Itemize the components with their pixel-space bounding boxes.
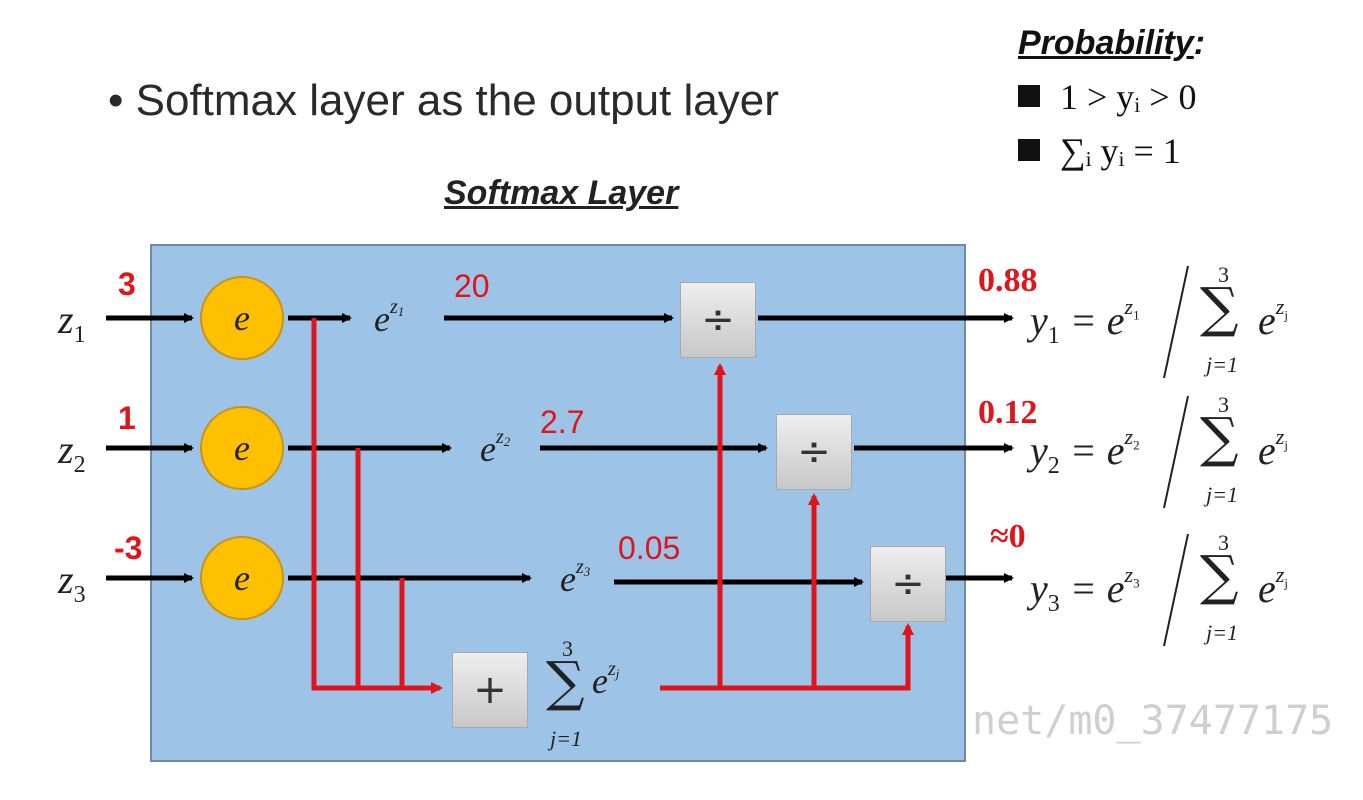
- red-wire-sum-to-div3: [660, 623, 914, 691]
- exp-label-1: ez1: [374, 296, 405, 339]
- sum-lower-limit: j=1: [550, 726, 582, 751]
- fraction-slash-icon: [1163, 395, 1189, 509]
- probability-colon: :: [1193, 24, 1206, 62]
- input-z2: z2: [58, 427, 86, 478]
- exp-node-1: e: [200, 276, 284, 360]
- sigma-icon: ∑: [1200, 544, 1239, 607]
- probability-item-1: 1 > yᵢ > 0: [1018, 76, 1197, 118]
- exp-node-2: e: [200, 406, 284, 490]
- sum-upper-limit: 3: [562, 636, 573, 661]
- square-bullet-icon: [1018, 85, 1040, 107]
- exp-node-3: e: [200, 536, 284, 620]
- input-z3: z3: [58, 557, 86, 608]
- output-value-1: 0.88: [978, 262, 1038, 299]
- softmax-layer-title: Softmax Layer: [444, 174, 679, 212]
- exp-label-3: ez3: [560, 556, 591, 599]
- fraction-slash-icon: [1163, 533, 1189, 647]
- output-formula-2: y2 = ez2 3 ∑ ezj j=1: [1030, 392, 1330, 512]
- exp-label-2: ez2: [480, 426, 511, 469]
- softmax-layer-box: [150, 244, 966, 762]
- probability-item-2-text: ∑ᵢ yᵢ = 1: [1060, 131, 1181, 171]
- input-value-2: 1: [118, 400, 136, 436]
- input-value-1: 3: [118, 266, 136, 302]
- exp-value-1: 20: [454, 268, 490, 304]
- sum-term: ezj: [592, 658, 620, 701]
- bullet-marker: •: [108, 76, 124, 125]
- fraction-slash-icon: [1163, 265, 1189, 379]
- exp-value-2: 2.7: [540, 404, 585, 440]
- output-formula-1: y1 = ez1 3 ∑ ezj j=1: [1030, 262, 1330, 382]
- probability-title-text: Probability: [1018, 24, 1194, 62]
- probability-item-1-text: 1 > yᵢ > 0: [1060, 77, 1197, 117]
- sigma-icon: ∑: [1200, 406, 1239, 469]
- watermark: net/m0_37477175: [972, 698, 1334, 744]
- probability-title: Probability:: [1018, 24, 1205, 63]
- red-arrows: [311, 318, 914, 694]
- sigma-icon: ∑: [546, 650, 585, 713]
- sigma-icon: ∑: [1200, 276, 1239, 339]
- red-wire-e1-to-sum: [311, 318, 443, 694]
- output-formula-3: y3 = ez3 3 ∑ ezj j=1: [1030, 530, 1330, 650]
- probability-item-2: ∑ᵢ yᵢ = 1: [1018, 130, 1181, 172]
- output-value-2: 0.12: [978, 394, 1038, 431]
- exp-value-3: 0.05: [618, 530, 681, 566]
- divide-box-1: ÷: [680, 282, 756, 358]
- square-bullet-icon: [1018, 139, 1040, 161]
- input-z1: z1: [58, 297, 86, 348]
- divide-box-3: ÷: [870, 546, 946, 622]
- bullet-line: • Softmax layer as the output layer: [108, 76, 779, 126]
- input-value-3: -3: [114, 530, 143, 566]
- bullet-text: Softmax layer as the output layer: [135, 76, 779, 125]
- divide-box-2: ÷: [776, 414, 852, 490]
- sum-box: +: [452, 652, 528, 728]
- output-value-3: ≈0: [990, 518, 1026, 555]
